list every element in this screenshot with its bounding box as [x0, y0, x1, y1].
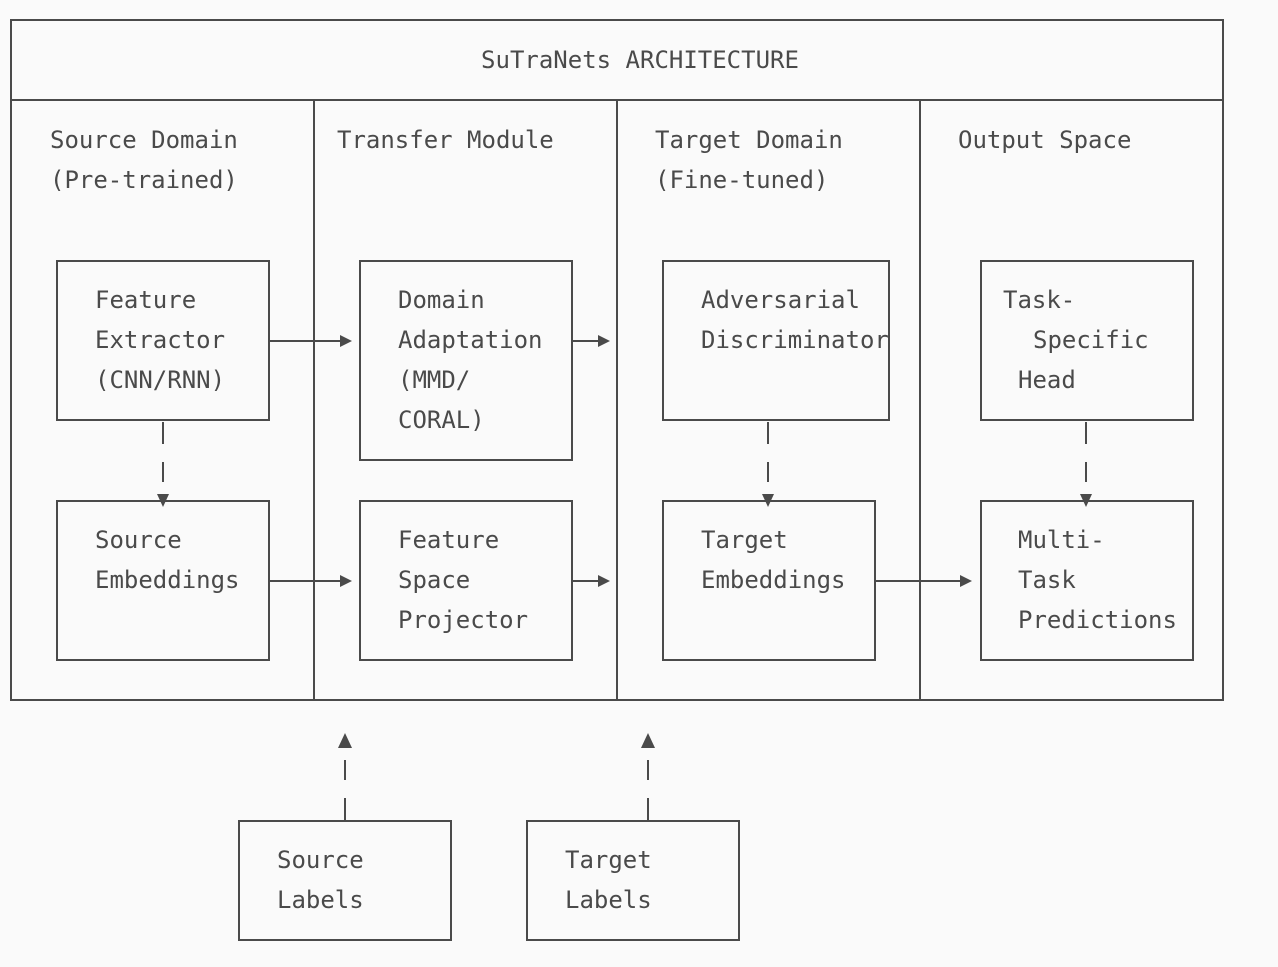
- box-label-line: Adaptation: [398, 326, 543, 354]
- box-label-line: Specific: [1033, 326, 1149, 354]
- arrowhead: [960, 575, 972, 587]
- arrow-target-emb-to-predictions: [875, 575, 972, 587]
- box-label-line: Multi-: [1018, 526, 1105, 554]
- arrowhead: [340, 575, 352, 587]
- column-header-source: Source Domain (Pre-trained): [50, 126, 238, 194]
- target-embeddings-box: Target Embeddings: [662, 500, 876, 661]
- box-label-line: Domain: [398, 286, 485, 314]
- box-label-line: Projector: [398, 606, 528, 634]
- box-label-line: Extractor: [95, 326, 225, 354]
- box-label-line: Task: [1018, 566, 1076, 594]
- arrowhead: [338, 733, 352, 748]
- feature-space-projector-box: Feature Space Projector: [359, 500, 573, 661]
- outer-frame: [10, 19, 1224, 701]
- box-border: [662, 260, 890, 421]
- arrow-projector-to-target: [572, 575, 610, 587]
- column-header-line1: Output Space: [958, 126, 1131, 154]
- box-label-line: Target: [565, 846, 652, 874]
- box-label-line: Feature: [398, 526, 499, 554]
- arrow-extractor-to-adaptation: [269, 335, 352, 347]
- task-specific-head-box: Task- Specific Head: [980, 260, 1194, 421]
- arrow-head-to-predictions: [1080, 422, 1092, 507]
- target-labels-box: Target Labels: [526, 820, 740, 941]
- arrow-adaptation-to-target: [572, 335, 610, 347]
- source-labels-box: Source Labels: [238, 820, 452, 941]
- arrow-extractor-to-source-emb: [157, 422, 169, 507]
- box-label-line: Embeddings: [95, 566, 240, 594]
- arrowhead: [340, 335, 352, 347]
- box-border: [238, 820, 452, 941]
- arrowhead: [641, 733, 655, 748]
- box-label-line: Space: [398, 566, 470, 594]
- box-label-line: Labels: [565, 886, 652, 914]
- column-header-target: Target Domain (Fine-tuned): [655, 126, 843, 194]
- box-label-line: Source: [95, 526, 182, 554]
- domain-adaptation-box: Domain Adaptation (MMD/ CORAL): [359, 260, 573, 461]
- box-label-line: Source: [277, 846, 364, 874]
- column-header-output: Output Space: [958, 126, 1131, 154]
- column-header-line1: Transfer Module: [337, 126, 554, 154]
- arrowhead: [157, 494, 169, 507]
- adversarial-discriminator-box: Adversarial Discriminator: [662, 260, 890, 421]
- box-border: [526, 820, 740, 941]
- column-header-transfer: Transfer Module: [337, 126, 554, 154]
- arrowhead: [598, 575, 610, 587]
- arrow-source-emb-to-projector: [269, 575, 352, 587]
- box-label-line: (MMD/: [398, 366, 470, 394]
- column-header-line2: (Fine-tuned): [655, 166, 828, 194]
- box-label-line: Adversarial: [701, 286, 860, 314]
- diagram-title: SuTraNets ARCHITECTURE: [481, 46, 799, 74]
- column-header-line2: (Pre-trained): [50, 166, 238, 194]
- source-embeddings-box: Source Embeddings: [56, 500, 270, 661]
- column-header-line1: Source Domain: [50, 126, 238, 154]
- box-label-line: Feature: [95, 286, 196, 314]
- column-header-line1: Target Domain: [655, 126, 843, 154]
- box-label-line: Target: [701, 526, 788, 554]
- box-border: [980, 500, 1194, 661]
- box-label-line: Predictions: [1018, 606, 1177, 634]
- multi-task-predictions-box: Multi- Task Predictions: [980, 500, 1194, 661]
- box-label-line: CORAL): [398, 406, 485, 434]
- arrow-source-labels-up: [338, 733, 352, 820]
- box-label-line: Head: [1018, 366, 1076, 394]
- arrowhead: [1080, 494, 1092, 507]
- box-label-line: Labels: [277, 886, 364, 914]
- feature-extractor-box: Feature Extractor (CNN/RNN): [56, 260, 270, 421]
- arrow-discriminator-to-target-emb: [762, 422, 774, 507]
- arrow-target-labels-up: [641, 733, 655, 820]
- arrowhead: [598, 335, 610, 347]
- box-border: [980, 260, 1194, 421]
- box-label-line: Embeddings: [701, 566, 846, 594]
- arrowhead: [762, 494, 774, 507]
- box-border: [359, 260, 573, 461]
- box-label-line: (CNN/RNN): [95, 366, 225, 394]
- box-label-line: Discriminator: [701, 326, 889, 354]
- box-label-line: Task-: [1003, 286, 1075, 314]
